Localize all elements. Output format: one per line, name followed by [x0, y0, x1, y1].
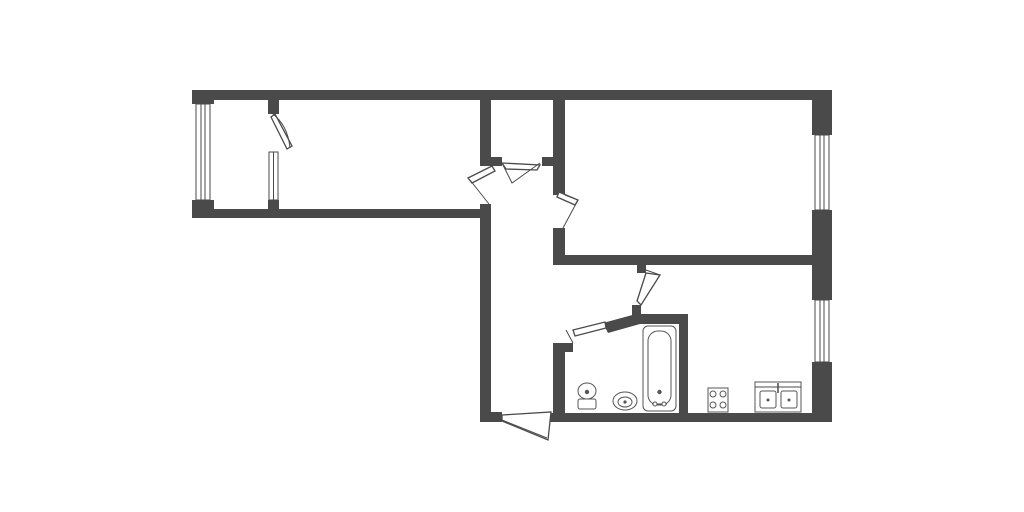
wall-right-mid [812, 210, 832, 300]
door-balcony [270, 113, 293, 150]
window-kitchen [814, 299, 830, 363]
wall-storage-left [480, 100, 491, 162]
bathtub-icon [642, 325, 677, 412]
storage [490, 100, 554, 160]
wall-hallway-left [480, 204, 491, 422]
doors [270, 113, 662, 441]
kitchen-sink-icon [754, 381, 802, 413]
wall-right-top [812, 90, 832, 135]
wall-balcony-divider-top [268, 100, 279, 114]
window-balcony-left [195, 103, 211, 201]
wall-bath-post [632, 305, 641, 323]
wall-room1-bottom [192, 209, 490, 218]
door-room1 [466, 165, 496, 205]
wall-room2-bottom [553, 255, 823, 265]
wall-top [192, 90, 832, 100]
room-1 [278, 100, 483, 210]
wall-bath-right [679, 314, 688, 422]
wall-balcony-divider-bottom [268, 200, 279, 212]
stove-icon [707, 387, 729, 413]
wall-right-bottom [812, 362, 832, 422]
washbasin-icon [612, 391, 638, 411]
wall-storage-right [553, 100, 565, 195]
wall-bath-left [553, 343, 565, 422]
door-kitchen [636, 269, 662, 307]
wall-kitchen-jamb [637, 263, 646, 273]
hallway [490, 160, 556, 415]
wall-storage-right-stub [542, 157, 565, 166]
windows [195, 103, 830, 363]
room-2 [565, 100, 813, 255]
window-room2 [814, 134, 830, 211]
toilet-icon [577, 382, 597, 410]
walls [192, 90, 832, 422]
door-storage [500, 162, 542, 184]
door-bathroom [565, 321, 607, 344]
door-room2 [556, 191, 579, 229]
wall-bottom [550, 413, 832, 422]
window-balcony-inner [268, 151, 279, 201]
wall-balcony-left [192, 90, 214, 104]
wall-bath-left-stub [553, 343, 573, 352]
door-entrance [501, 411, 552, 441]
wall-bath-top [603, 314, 688, 333]
wall-storage-left-stub [480, 157, 502, 166]
balcony [214, 100, 270, 210]
wall-hallway-left-foot [480, 412, 502, 422]
